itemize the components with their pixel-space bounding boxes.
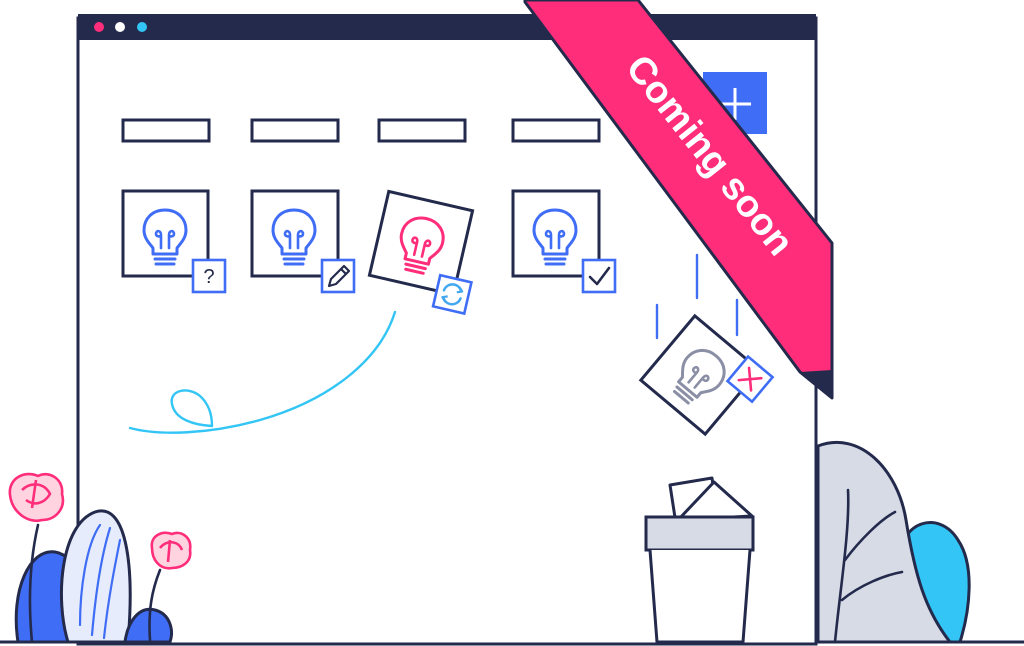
flower-icon	[8, 472, 65, 523]
maximize-dot[interactable]	[137, 22, 147, 32]
pencil-icon	[320, 258, 356, 294]
refresh-icon	[431, 273, 473, 316]
column-header-2	[250, 118, 340, 143]
idea-card-2[interactable]	[250, 189, 356, 294]
flower-icon	[150, 531, 192, 570]
checkmark-icon	[581, 258, 617, 294]
plus-icon	[719, 88, 751, 120]
question-icon: ?	[191, 258, 227, 294]
idea-card-1[interactable]: ?	[121, 189, 227, 294]
column-header-1	[121, 118, 211, 143]
falling-lines	[655, 253, 739, 340]
idea-card-4[interactable]	[511, 189, 617, 294]
idea-card-3[interactable]	[366, 189, 487, 316]
column-header-4	[511, 118, 601, 143]
x-icon	[725, 354, 775, 404]
plant-group	[8, 472, 192, 644]
discarded-card[interactable]	[638, 313, 775, 444]
leaf-icon	[59, 509, 132, 644]
title-bar	[78, 14, 816, 40]
column-header-3	[377, 118, 467, 143]
trash-can-icon	[644, 476, 755, 644]
bush-icon	[816, 440, 971, 644]
motion-trail	[128, 310, 397, 434]
minimize-dot[interactable]	[115, 22, 125, 32]
close-dot[interactable]	[94, 22, 104, 32]
svg-text:?: ?	[203, 266, 214, 288]
